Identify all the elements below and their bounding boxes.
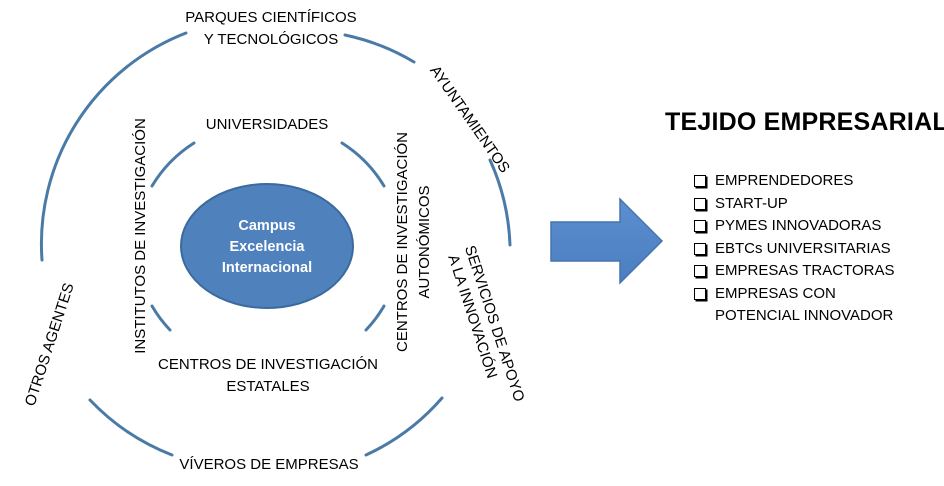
inner-ring-arc [150,141,196,188]
list-item: EMPRESAS CON POTENCIAL INNOVADOR [694,283,895,328]
label-institutos-investigacion: INSTITUTOS DE INVESTIGACIÓN [132,118,149,354]
list-item: EMPRESAS TRACTORAS [694,260,895,283]
list-item: PYMES INNOVADORAS [694,215,895,238]
label-centros-autonomicos-line1: CENTROS DE INVESTIGACIÓN [394,132,411,352]
outer-ring-arc [88,398,174,457]
list-item-label: EMPRESAS CON POTENCIAL INNOVADOR [715,284,894,325]
label-centros-estatales-line2: ESTATALES [226,378,309,395]
center-label-line2: Excelencia [230,239,306,255]
list-item-label: EMPRESAS TRACTORAS [715,262,895,279]
inner-ring-arc [340,141,386,188]
label-centros-autonomicos-line2: AUTONÓMICOS [416,185,433,298]
list-item-label: START-UP [715,194,788,212]
tejido-list: EMPRENDEDORES START-UP PYMES INNOVADORAS… [694,170,895,328]
label-parques-line1: PARQUES CIENTÍFICOS [185,9,356,26]
center-label-line3: Internacional [222,260,312,276]
inner-ring-arc [364,304,386,332]
label-universidades: UNIVERSIDADES [206,116,329,133]
center-ellipse [180,183,354,309]
list-item-label: EBTCs UNIVERSITARIAS [715,239,891,257]
label-centros-estatales-line1: CENTROS DE INVESTIGACIÓN [158,356,378,373]
checkbox-icon [694,287,706,300]
checkbox-icon [694,242,706,255]
checkbox-icon [694,175,706,187]
center-label-line1: Campus [238,218,295,234]
list-item: START-UP [694,193,895,216]
list-item-label: PYMES INNOVADORAS [715,217,882,234]
checkbox-icon [694,197,706,210]
list-item: EMPRENDEDORES [694,170,895,193]
inner-ring-arc [150,304,172,332]
right-arrow [550,197,664,285]
outer-ring-arc [364,396,444,457]
checkbox-icon [694,265,706,277]
label-parques-line2: Y TECNOLÓGICOS [204,31,338,48]
list-item-label: EMPRENDEDORES [715,172,854,189]
checkbox-icon [694,220,706,232]
list-item: EBTCs UNIVERSITARIAS [694,238,895,261]
label-viveros-empresas: VÍVEROS DE EMPRESAS [179,456,358,473]
label-ayuntamientos: AYUNTAMIENTOS [426,63,513,177]
tejido-empresarial-title: TEJIDO EMPRESARIAL [665,108,944,136]
outer-ring-arc [343,33,416,64]
outer-ring-arc [488,158,512,247]
outer-ring-arc [39,31,188,262]
label-otros-agentes: OTROS AGENTES [22,281,78,408]
